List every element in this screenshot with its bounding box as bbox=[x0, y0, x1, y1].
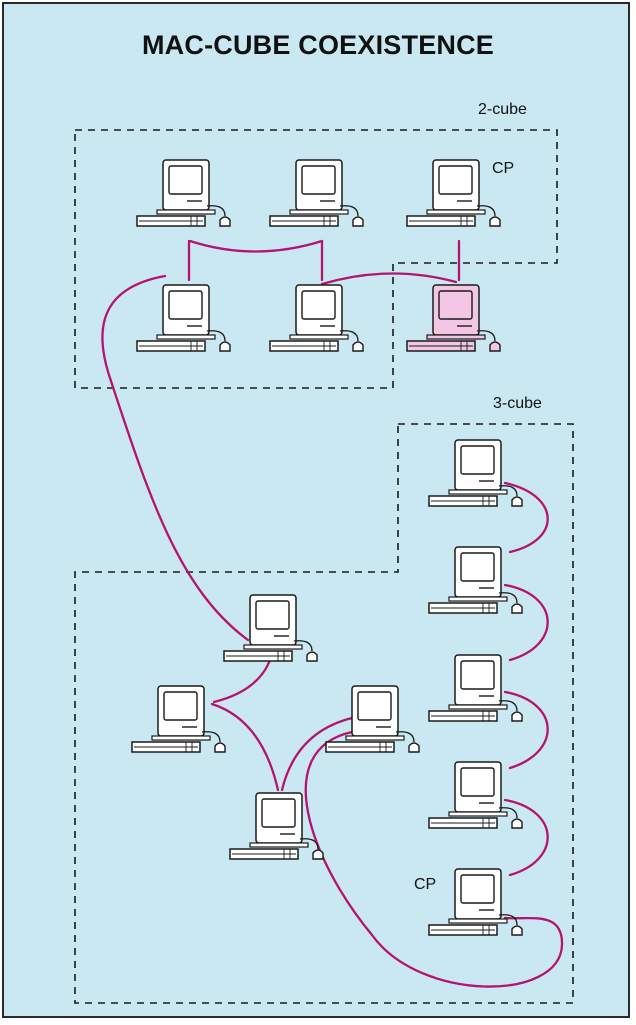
three-cube-boundary bbox=[74, 423, 574, 1004]
link-middle-mac-to-cp bbox=[304, 730, 564, 988]
computer-icon bbox=[428, 868, 523, 936]
computer-icon bbox=[406, 159, 501, 227]
computer-icon bbox=[428, 439, 523, 507]
computer-icon bbox=[136, 284, 231, 352]
three-cube-label: 3-cube bbox=[493, 395, 542, 412]
computer-icon bbox=[229, 792, 324, 860]
computer-icon bbox=[325, 685, 420, 753]
link-right-2-to-right-3 bbox=[503, 583, 549, 662]
link-left-mac-to-lower-mac bbox=[210, 702, 280, 792]
link-two-cube-to-three-cube bbox=[101, 274, 250, 642]
computer-icon bbox=[223, 594, 318, 662]
cp-label-two-cube: CP bbox=[492, 160, 515, 177]
computer-icon bbox=[428, 546, 523, 614]
link-right-4-to-right-5 bbox=[503, 798, 549, 877]
computer-icon bbox=[269, 159, 364, 227]
cp-label-three-cube: CP bbox=[414, 876, 437, 893]
computer-icon bbox=[136, 159, 231, 227]
computer-icon bbox=[428, 654, 523, 722]
diagram-title: MAC-CUBE COEXISTENCE bbox=[141, 30, 495, 60]
computer-icon bbox=[269, 284, 364, 352]
link-bottom-center-to-bottom-right bbox=[320, 272, 458, 286]
computer-icon bbox=[428, 761, 523, 829]
link-right-1-to-right-2 bbox=[503, 481, 549, 554]
computer-icon bbox=[131, 685, 226, 753]
link-lower-mac-to-middle-mac bbox=[280, 716, 354, 792]
highlighted-computer-icon bbox=[406, 284, 501, 352]
two-cube-label: 2-cube bbox=[478, 101, 527, 118]
link-right-3-to-right-4 bbox=[503, 690, 549, 770]
link-top-left-to-top-center bbox=[188, 239, 324, 253]
two-cube-boundary bbox=[74, 129, 558, 389]
